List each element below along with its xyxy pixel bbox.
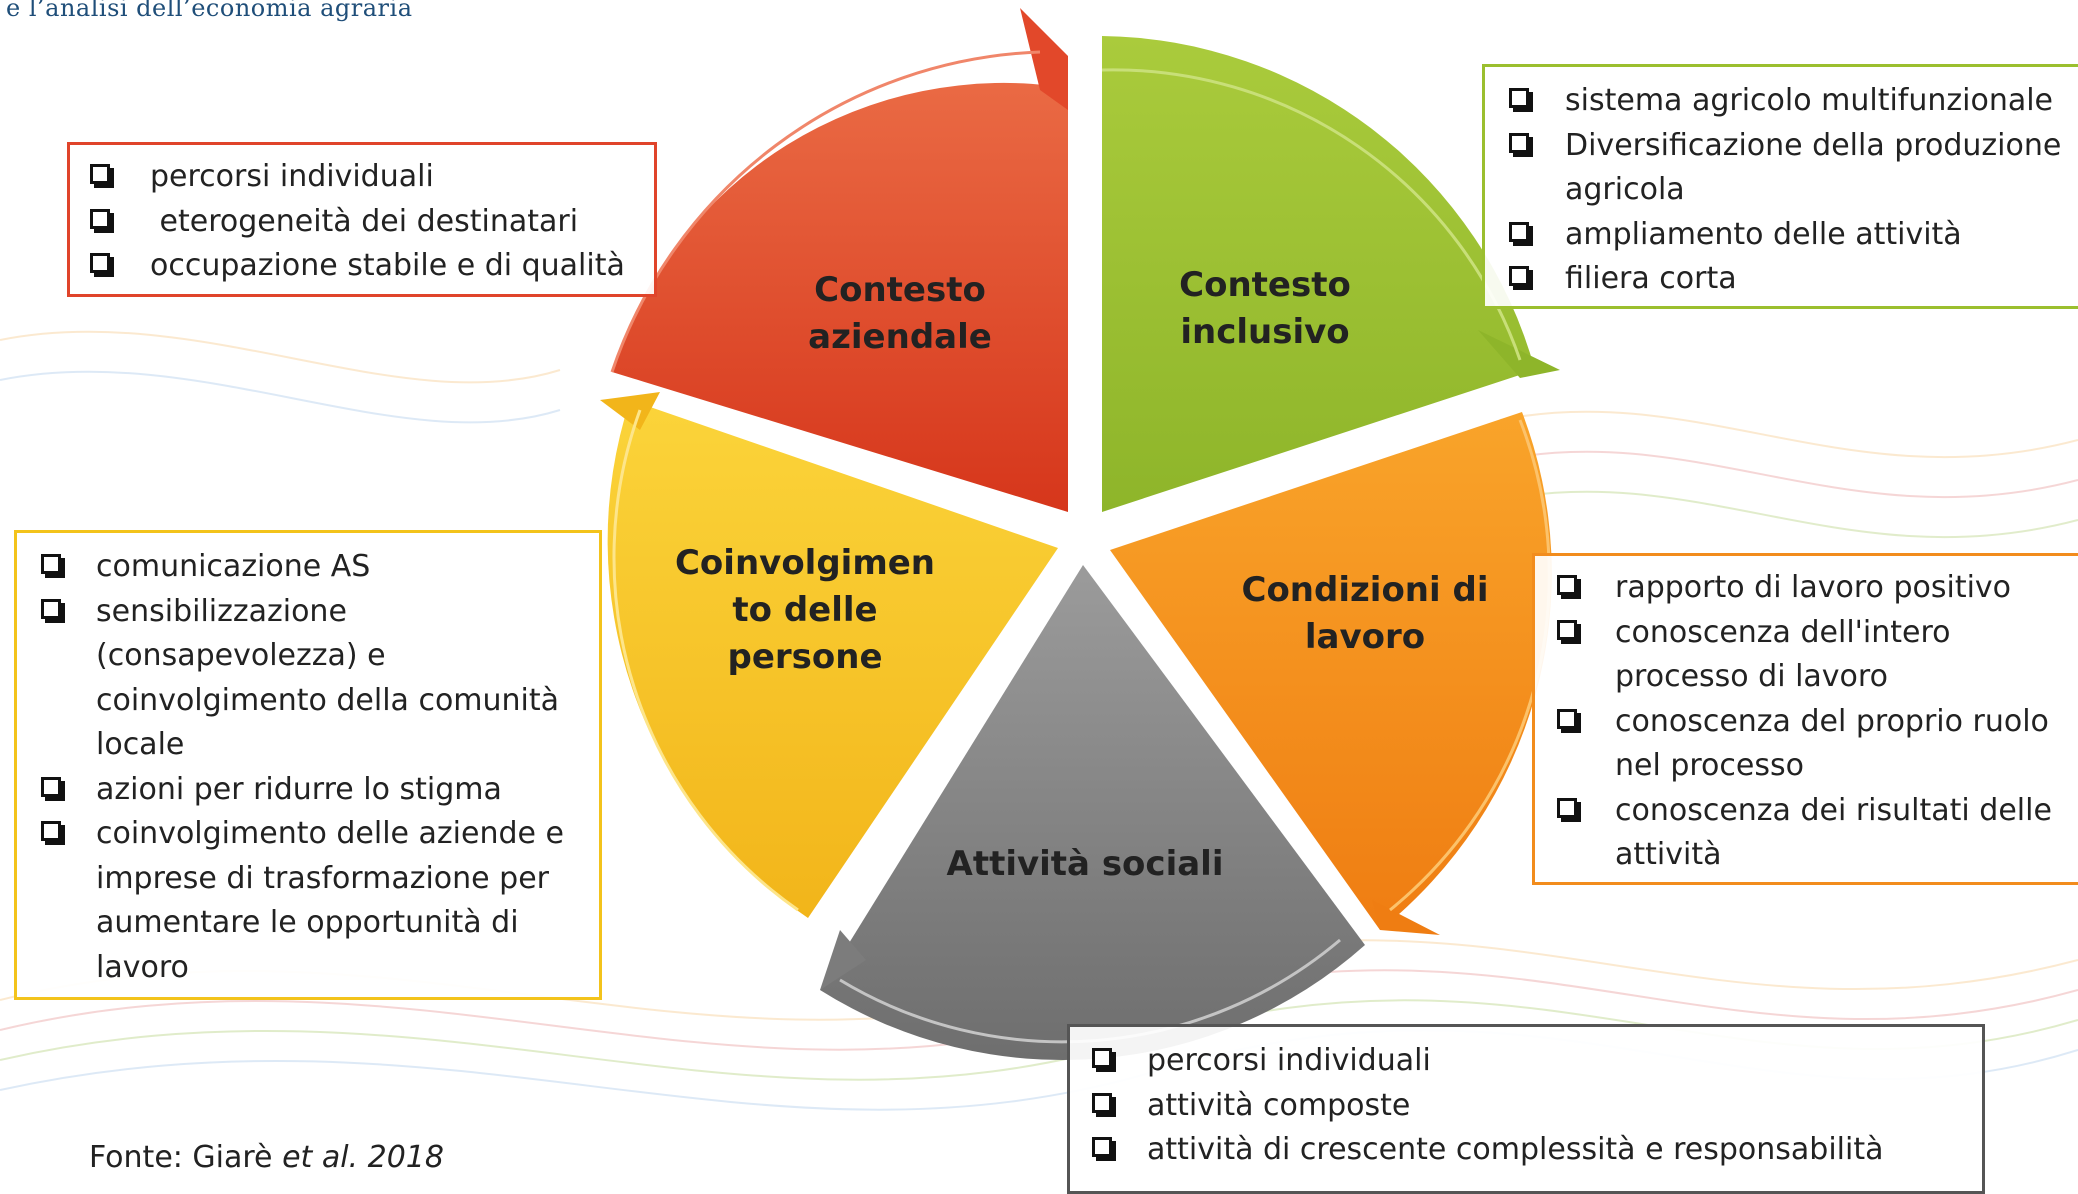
item-text: attività di crescente complessità e resp… <box>1147 1132 1884 1167</box>
item-text: attività composte <box>1147 1087 1411 1123</box>
box-contesto-inclusivo: sistema agricolo multifunzionale Diversi… <box>1482 64 2078 309</box>
source-citation: Fonte: Giarè et al. 2018 <box>89 1140 444 1175</box>
checkbox-icon <box>1092 1137 1112 1157</box>
item-text: comunicazione AS <box>96 549 371 584</box>
label-condizioni-di-lavoro: Condizioni di lavoro <box>1230 567 1500 661</box>
item-text: ampliamento delle attività <box>1565 216 1962 252</box>
segment-contesto-inclusivo <box>1101 36 1560 512</box>
list-item: conoscenza del proprio ruolo nel process… <box>1535 700 2078 789</box>
item-text: occupazione stabile e di qualità <box>150 248 625 283</box>
checklist: percorsi individuali eterogeneità dei de… <box>70 145 654 289</box>
checkbox-icon <box>1092 1048 1112 1068</box>
item-text: conoscenza dell'intero processo di lavor… <box>1615 614 1951 695</box>
list-item: rapporto di lavoro positivo <box>1535 566 2078 611</box>
list-item: percorsi individuali <box>70 155 654 200</box>
label-contesto-inclusivo: Contesto inclusivo <box>1130 262 1400 356</box>
checklist: sistema agricolo multifunzionale Diversi… <box>1485 67 2078 302</box>
list-item: occupazione stabile e di qualità <box>70 244 654 289</box>
item-text: azioni per ridurre lo stigma <box>96 771 502 807</box>
item-text: conoscenza del proprio ruolo nel process… <box>1615 703 2049 784</box>
checkbox-icon <box>1509 132 1529 153</box>
checklist: percorsi individuali attività composte a… <box>1070 1027 1982 1173</box>
label-coinvolgimento-persone: Coinvolgimen to delle persone <box>660 540 950 681</box>
checkbox-icon <box>1509 221 1529 242</box>
checkbox-icon <box>1509 88 1529 108</box>
label-line: aziendale <box>808 317 992 357</box>
list-item: attività di crescente complessità e resp… <box>1070 1128 1982 1173</box>
checklist: rapporto di lavoro positivo conoscenza d… <box>1535 556 2078 878</box>
label-line: Condizioni di <box>1241 570 1489 610</box>
checkbox-icon <box>41 554 61 574</box>
item-text: Diversificazione della produzione agrico… <box>1565 127 2062 208</box>
checklist: comunicazione AS sensibilizzazione (cons… <box>17 533 599 990</box>
list-item: eterogeneità dei destinatari <box>70 200 654 245</box>
item-text: sistema agricolo multifunzionale <box>1565 83 2054 118</box>
checkbox-icon <box>41 598 61 619</box>
segment-coinvolgimento-persone <box>600 392 1058 918</box>
box-condizioni-di-lavoro: rapporto di lavoro positivo conoscenza d… <box>1532 553 2078 885</box>
item-text: percorsi individuali <box>1147 1043 1431 1078</box>
item-text: eterogeneità dei destinatari <box>150 203 579 239</box>
header-text: e l’analisi dell’economia agraria <box>6 0 413 22</box>
list-item: percorsi individuali <box>1070 1039 1982 1084</box>
list-item: sistema agricolo multifunzionale <box>1485 79 2078 124</box>
list-item: conoscenza dei risultati delle attività <box>1535 789 2078 878</box>
label-line: inclusivo <box>1180 312 1350 352</box>
item-text: conoscenza dei risultati delle attività <box>1615 792 2052 873</box>
item-text: rapporto di lavoro positivo <box>1615 570 2012 605</box>
checkbox-icon <box>1557 708 1577 729</box>
checkbox-icon <box>41 776 61 797</box>
item-text: sensibilizzazione (consapevolezza) e coi… <box>96 593 560 763</box>
label-line: Coinvolgimen <box>674 543 936 583</box>
checkbox-icon <box>90 208 110 229</box>
item-text: coinvolgimento delle aziende e imprese d… <box>96 816 564 985</box>
checkbox-icon <box>90 253 110 273</box>
checkbox-icon <box>1557 619 1577 640</box>
list-item: azioni per ridurre lo stigma <box>17 768 599 813</box>
checkbox-icon <box>1509 266 1529 286</box>
list-item: coinvolgimento delle aziende e imprese d… <box>17 812 599 990</box>
box-attivita-sociali: percorsi individuali attività composte a… <box>1067 1024 1985 1194</box>
label-line: Contesto <box>814 270 986 310</box>
label-contesto-aziendale: Contesto aziendale <box>760 267 1040 361</box>
box-contesto-aziendale: percorsi individuali eterogeneità dei de… <box>67 142 657 297</box>
list-item: Diversificazione della produzione agrico… <box>1485 124 2078 213</box>
item-text: filiera corta <box>1565 261 1737 296</box>
checkbox-icon <box>1092 1092 1112 1113</box>
source-italic: et al. 2018 <box>282 1140 444 1175</box>
label-line: to delle <box>732 590 878 630</box>
label-attivita-sociali: Attività sociali <box>900 841 1270 888</box>
list-item: ampliamento delle attività <box>1485 213 2078 258</box>
list-item: filiera corta <box>1485 257 2078 302</box>
checkbox-icon <box>1557 797 1577 818</box>
label-line: Attività sociali <box>946 844 1224 884</box>
box-coinvolgimento-persone: comunicazione AS sensibilizzazione (cons… <box>14 530 602 1000</box>
checkbox-icon <box>1557 575 1577 595</box>
list-item: sensibilizzazione (consapevolezza) e coi… <box>17 590 599 768</box>
label-line: persone <box>727 637 883 677</box>
list-item: comunicazione AS <box>17 545 599 590</box>
checkbox-icon <box>41 821 61 841</box>
checkbox-icon <box>90 164 110 184</box>
item-text: percorsi individuali <box>150 159 434 194</box>
list-item: conoscenza dell'intero processo di lavor… <box>1535 611 2078 700</box>
label-line: lavoro <box>1304 617 1426 657</box>
list-item: attività composte <box>1070 1084 1982 1129</box>
label-line: Contesto <box>1179 265 1351 305</box>
source-prefix: Fonte: Giarè <box>89 1140 283 1175</box>
